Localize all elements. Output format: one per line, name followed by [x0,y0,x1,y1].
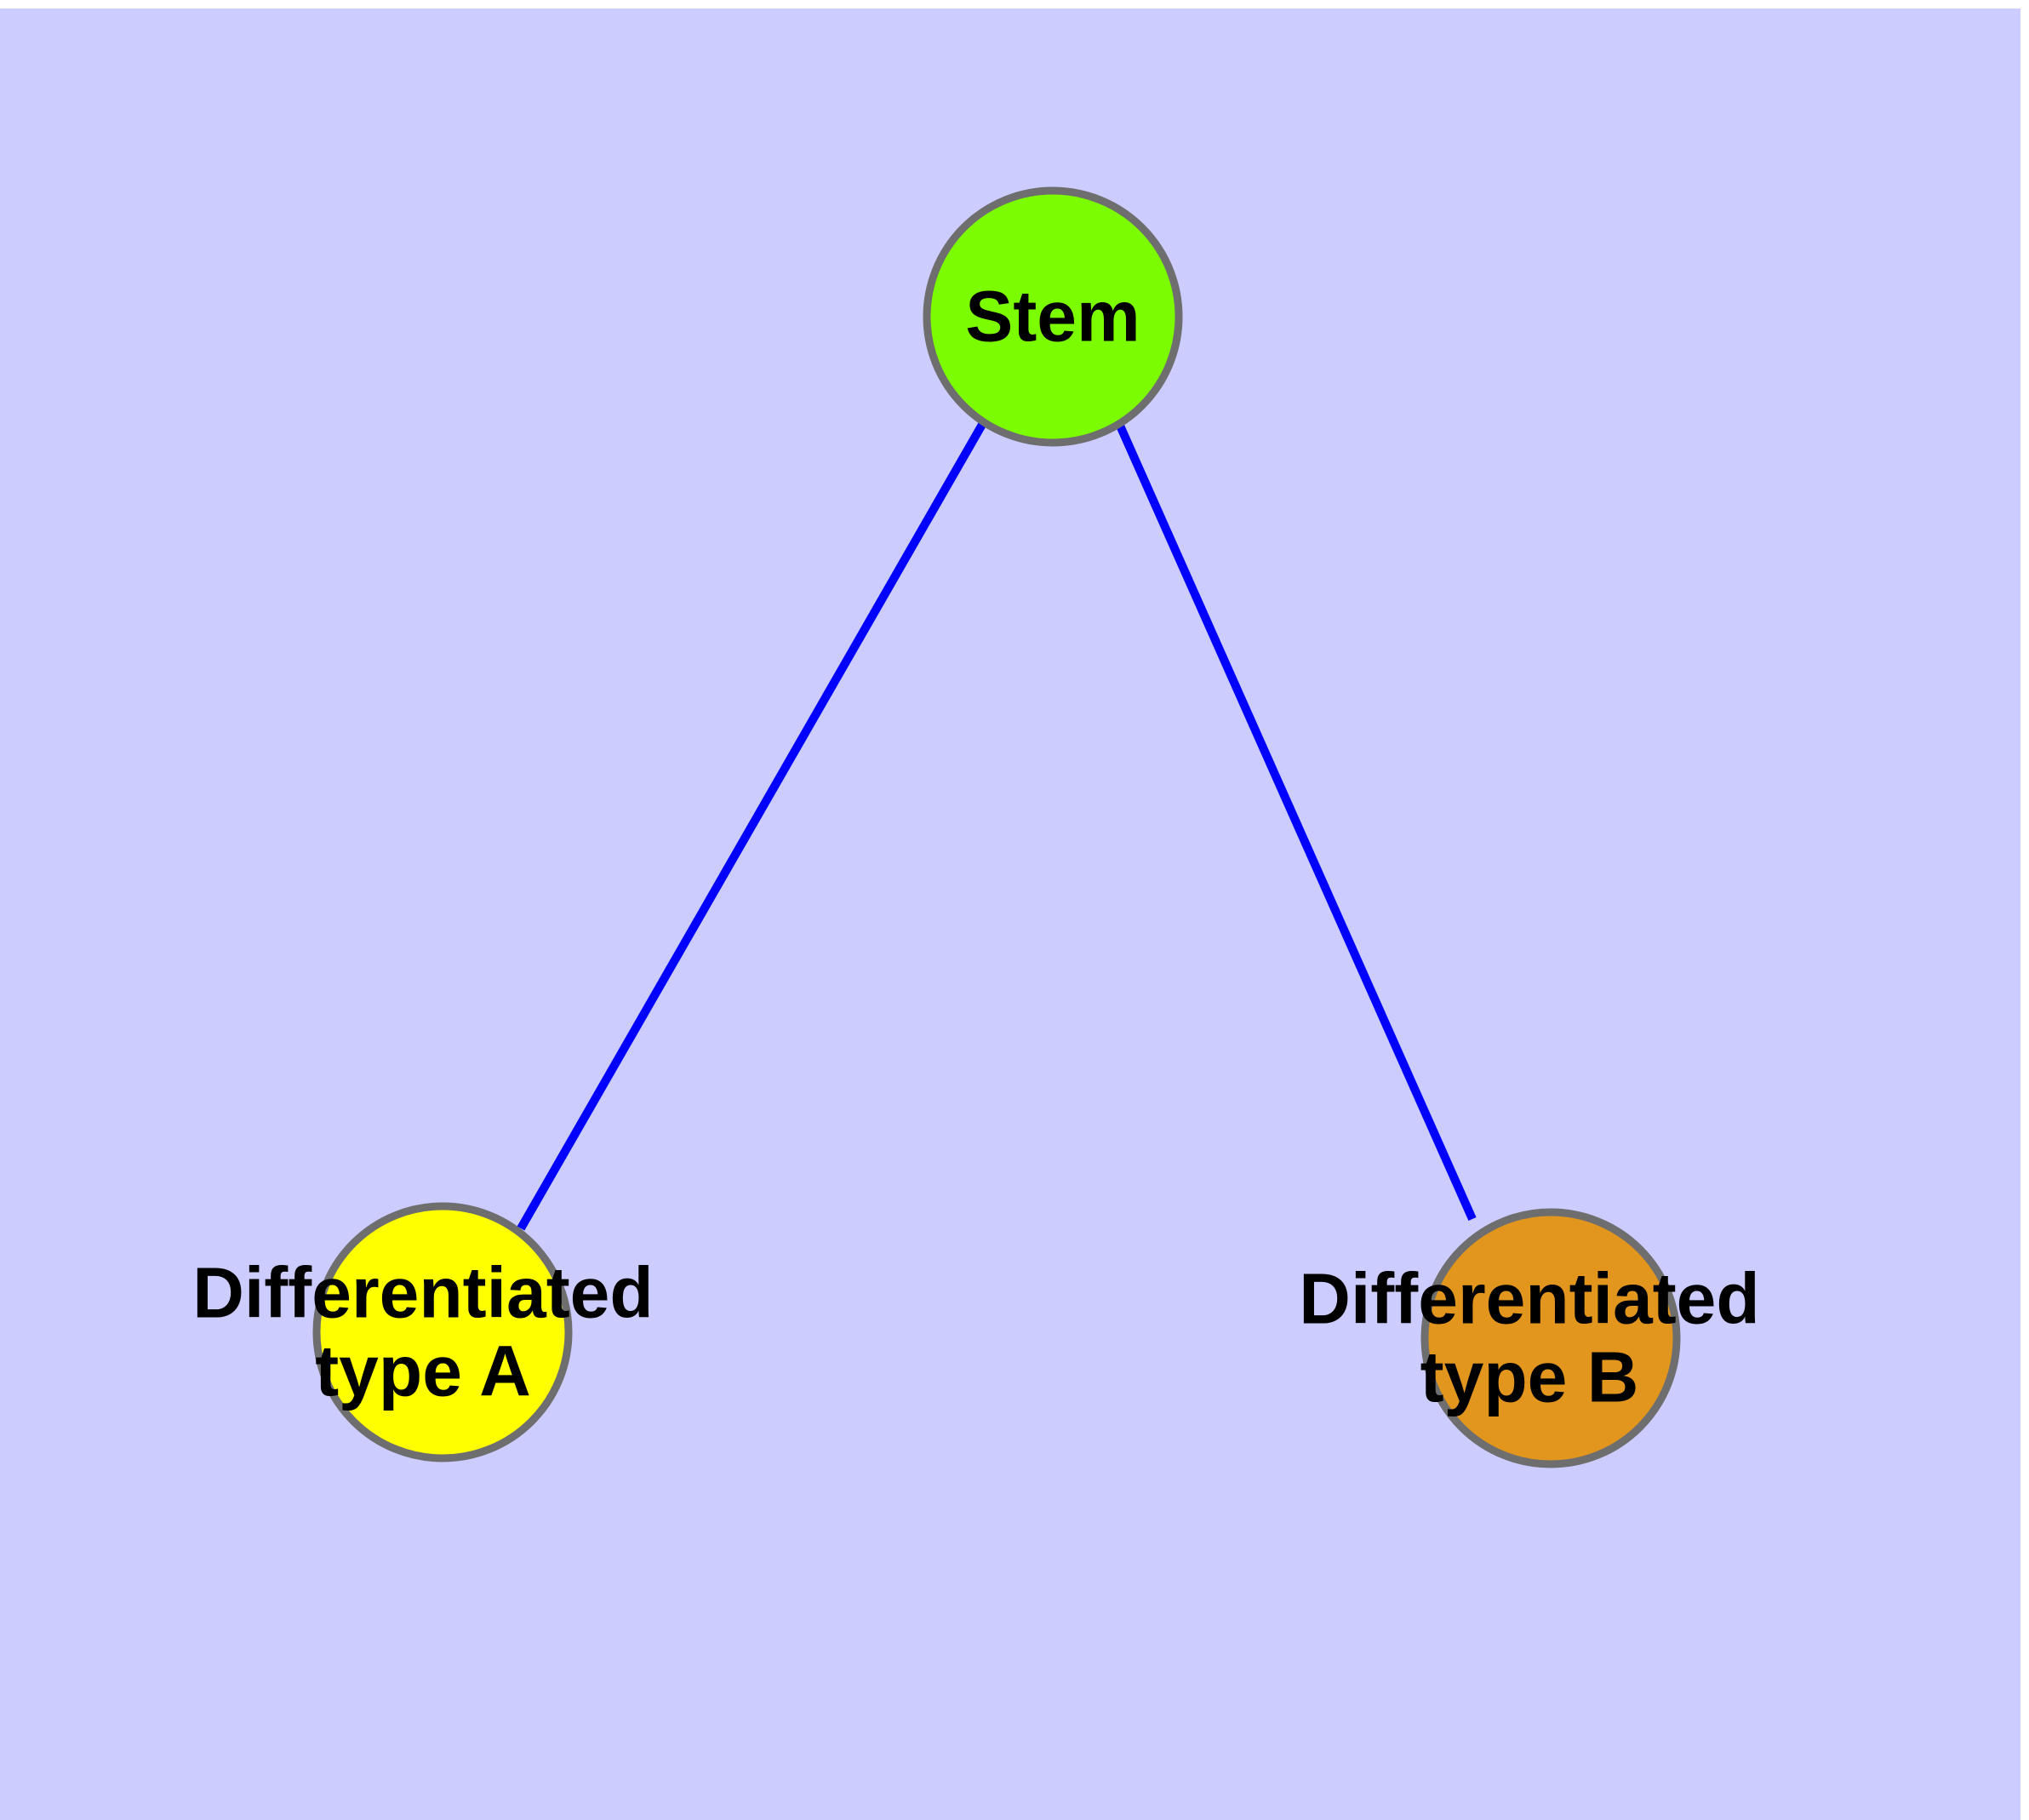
node-diff-b-circle[interactable] [1420,1208,1681,1468]
node-stem-label: Stem [965,277,1140,357]
nodes-layer [312,186,1681,1468]
edge-stem-to-diff-a[interactable] [517,421,987,1231]
node-diff-b-label-line: type B [1420,1337,1639,1417]
node-diff-a-label-line: Differentiated [192,1253,653,1333]
node-diff-a-label-line: type A [315,1331,531,1411]
node-stem-circle[interactable] [923,186,1183,447]
node-diff-b-label-line: Differentiated [1299,1259,1759,1339]
node-stem-label-line: Stem [965,277,1140,357]
node-diff-a-circle[interactable] [312,1202,573,1462]
edge-stem-to-diff-b[interactable] [1116,423,1477,1222]
edges-layer [517,421,1477,1231]
